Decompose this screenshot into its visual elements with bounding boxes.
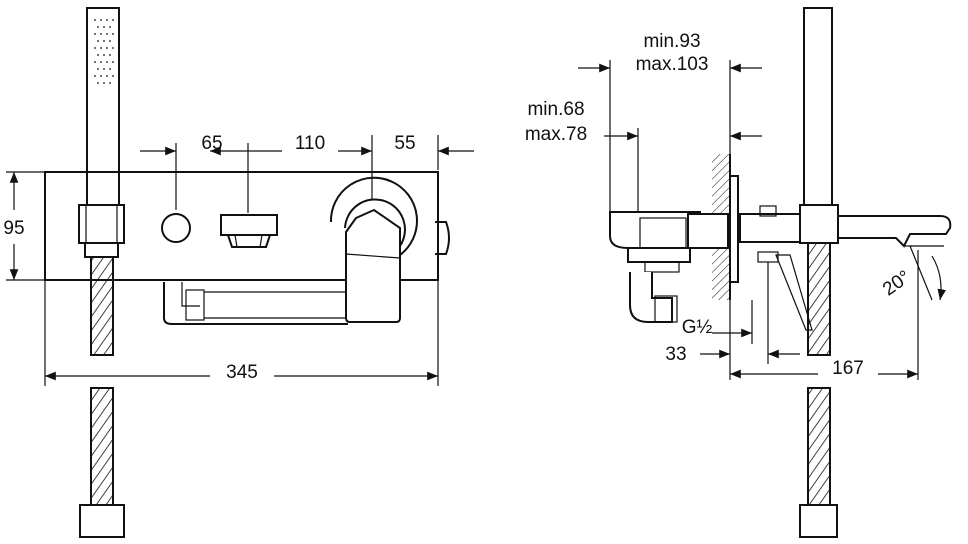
angle-label: 20° bbox=[879, 267, 915, 301]
dim-height bbox=[6, 171, 45, 281]
dim-55-label: 55 bbox=[394, 133, 415, 154]
dim-33 bbox=[700, 262, 800, 380]
dim-inner-68-78 bbox=[604, 128, 762, 212]
side-plate bbox=[729, 175, 739, 283]
dim-110-label: 110 bbox=[295, 133, 325, 154]
hose-side-upper bbox=[807, 242, 831, 356]
dim-345-label: 345 bbox=[226, 362, 258, 383]
hand-shower-side bbox=[803, 7, 833, 209]
back-plate bbox=[44, 171, 439, 281]
hose-lower bbox=[90, 387, 114, 507]
lever-side bbox=[757, 251, 813, 331]
mixer-lever bbox=[329, 176, 418, 323]
hand-shower-head bbox=[86, 7, 120, 209]
shower-spray-dots bbox=[94, 19, 114, 84]
dim-95-label: 95 bbox=[3, 218, 24, 239]
dim-167-label: 167 bbox=[832, 358, 864, 379]
side-view: min.93 max.103 min.68 max.78 G½ 33 167 bbox=[525, 7, 952, 538]
dim-min93-label: min.93 bbox=[643, 31, 700, 52]
dim-angle bbox=[909, 245, 947, 301]
dim-65-label: 65 bbox=[201, 133, 222, 154]
spout-side bbox=[739, 205, 952, 248]
dim-max103-label: max.103 bbox=[636, 54, 709, 75]
dim-max78-label: max.78 bbox=[525, 124, 587, 145]
dim-167 bbox=[730, 250, 919, 380]
thread-label: G½ bbox=[682, 317, 713, 338]
hose-holder-side bbox=[799, 204, 839, 244]
hose-side-end bbox=[799, 504, 838, 538]
hose-end-fitting bbox=[79, 504, 125, 538]
diverter-button bbox=[161, 213, 191, 243]
valve-body bbox=[609, 211, 729, 323]
dim-min68-label: min.68 bbox=[527, 99, 584, 120]
dim-33-label: 33 bbox=[665, 344, 686, 365]
dim-top-chain bbox=[140, 135, 474, 213]
dim-width bbox=[44, 280, 439, 386]
spout-front bbox=[435, 221, 450, 255]
hose-upper bbox=[90, 256, 114, 356]
hose-holder bbox=[78, 204, 125, 258]
front-view: 65 110 55 95 345 bbox=[3, 7, 474, 538]
hose-side-lower bbox=[807, 387, 831, 507]
diverter-knob bbox=[220, 214, 278, 248]
concealed-pipe bbox=[163, 282, 348, 325]
